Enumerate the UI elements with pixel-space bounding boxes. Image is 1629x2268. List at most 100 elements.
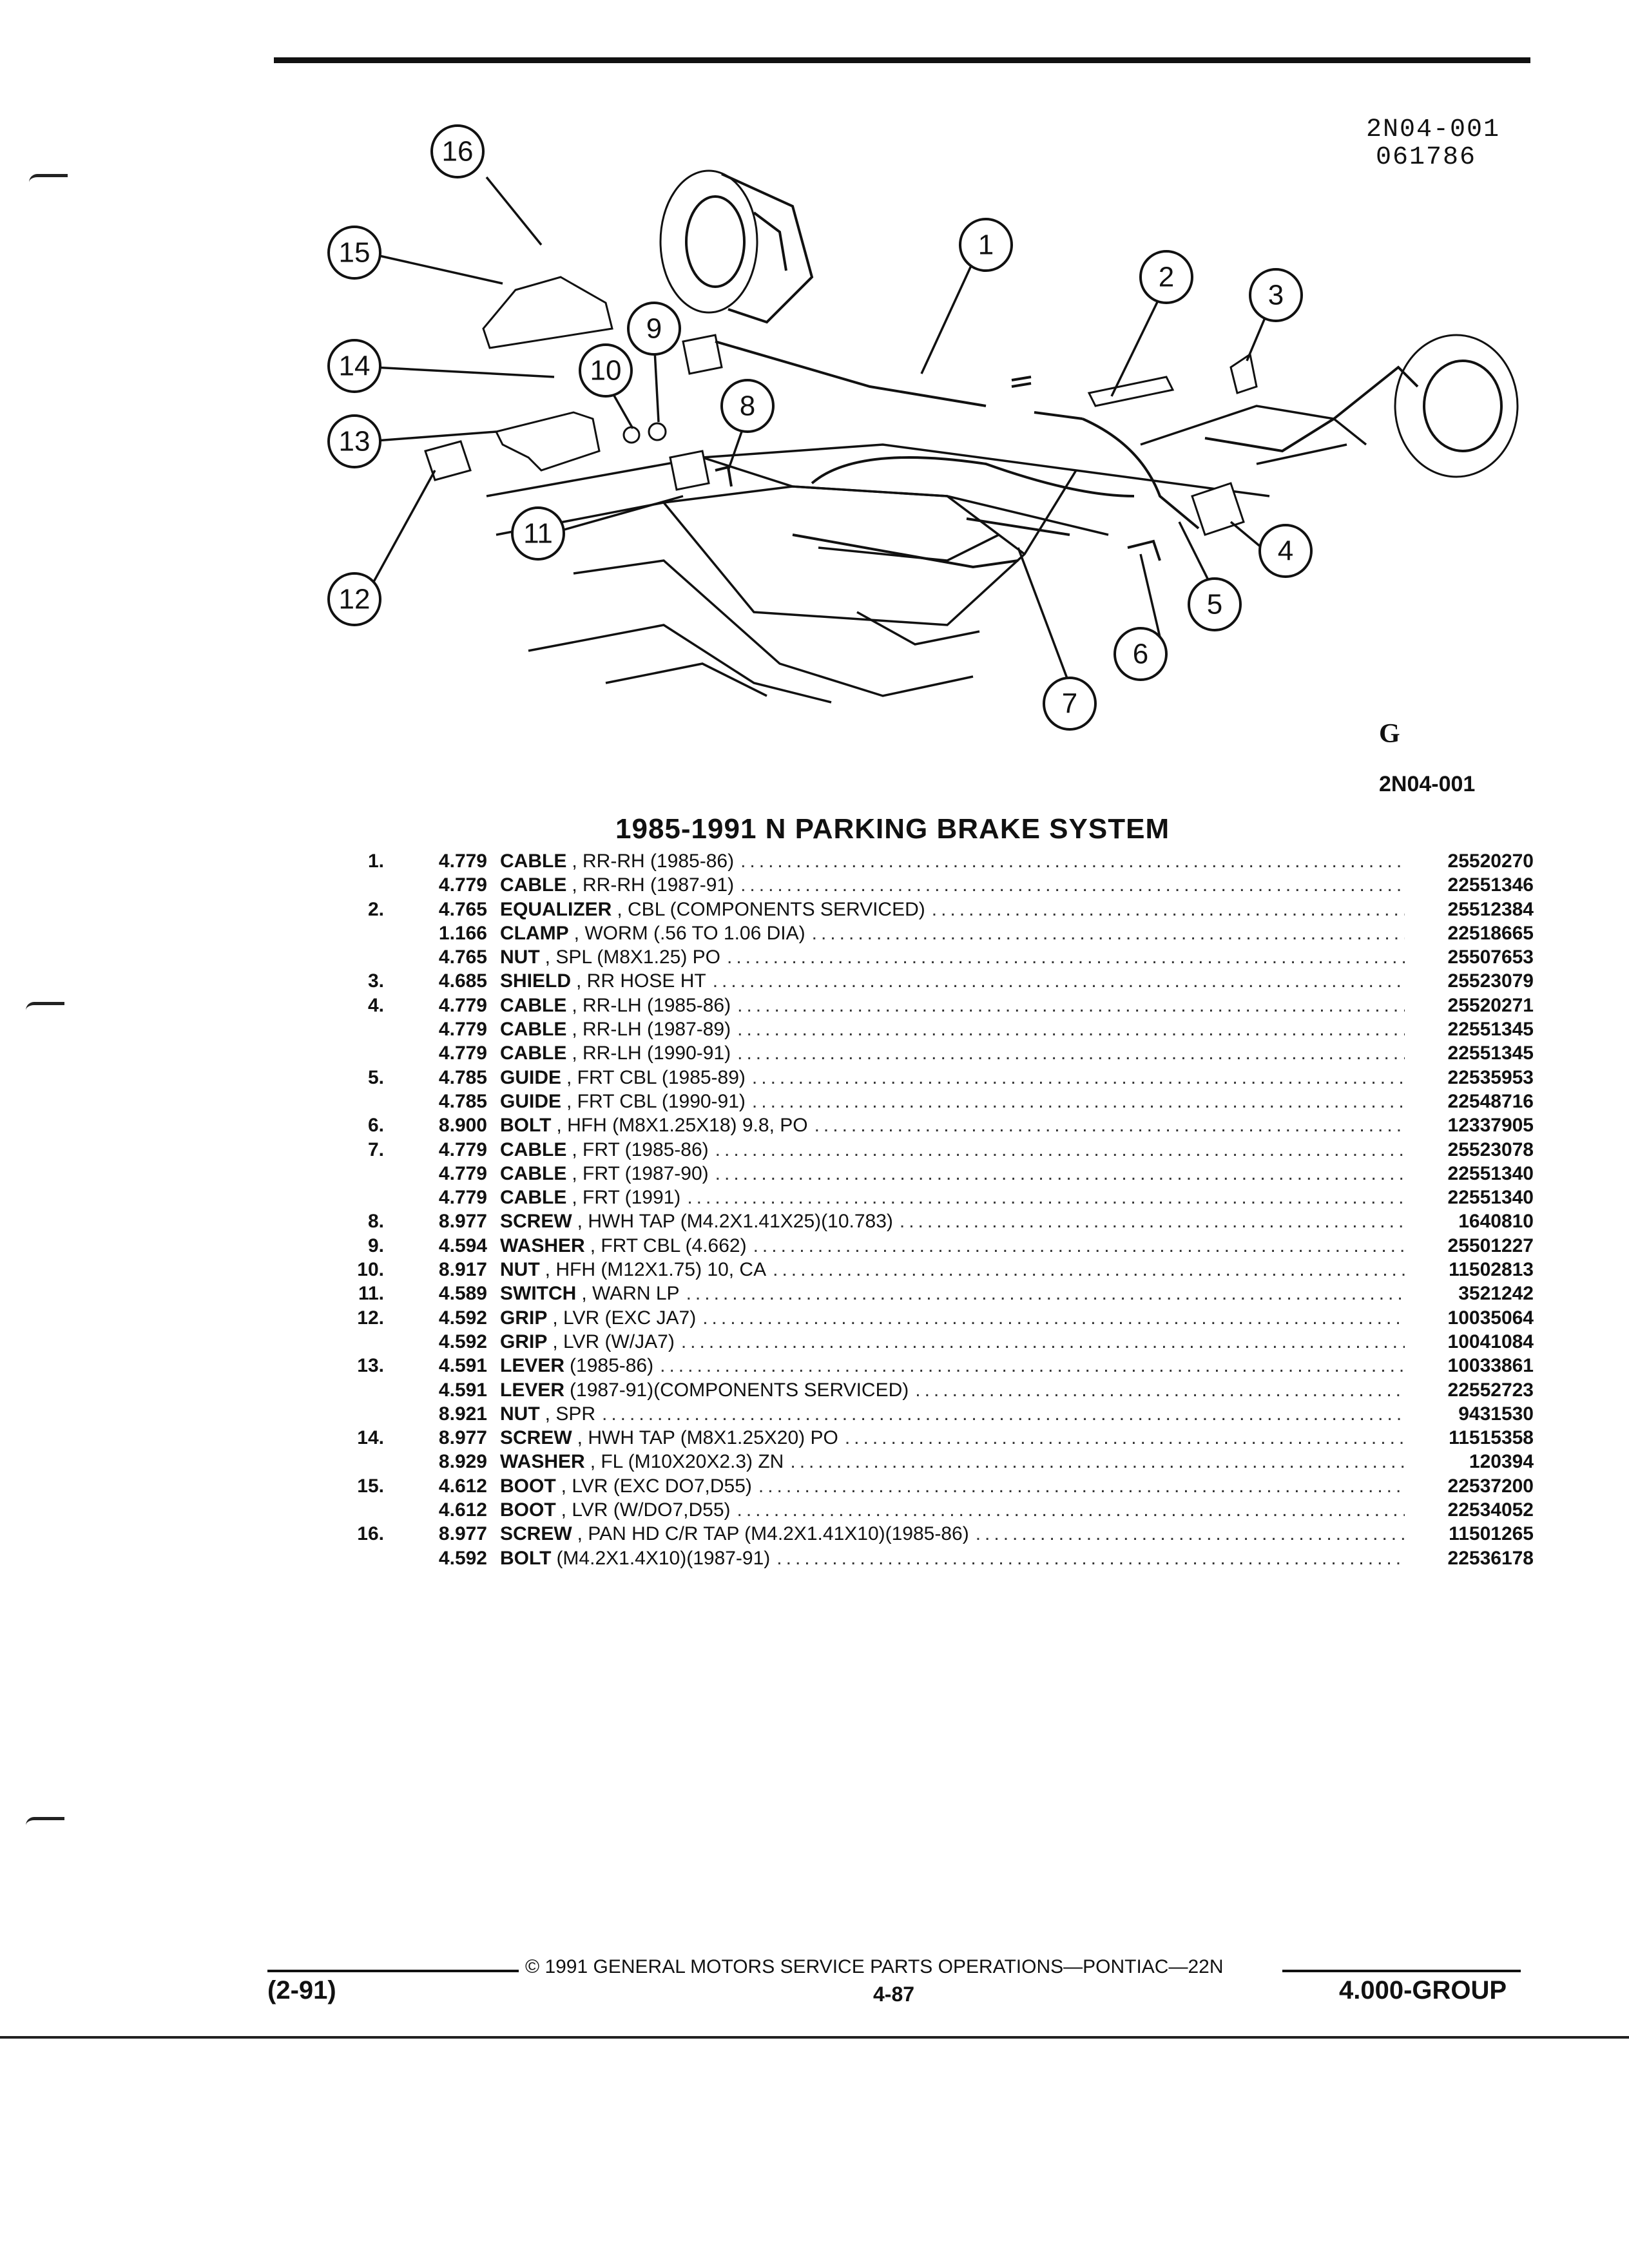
- callout-1: 1: [959, 218, 1013, 272]
- part-name: SHIELD: [500, 970, 572, 992]
- part-name: BOOT: [500, 1499, 556, 1521]
- item-number: 5.: [367, 1066, 384, 1088]
- callout-11: 11: [511, 506, 565, 561]
- margin-mark: [26, 1002, 64, 1010]
- part-name: NUT: [500, 947, 540, 968]
- part-spec: , WARN LP: [581, 1283, 680, 1305]
- footer-page-number: 4-87: [873, 1983, 915, 2006]
- part-number: 22551345: [1447, 1019, 1534, 1041]
- leader-dots: [932, 899, 1405, 921]
- footer-rule-right: [1282, 1970, 1521, 1972]
- part-description: NUT, SPR: [500, 1403, 1405, 1425]
- page-title: 1985-1991 N PARKING BRAKE SYSTEM: [615, 813, 1170, 845]
- callout-10: 10: [579, 343, 633, 398]
- part-name: CABLE: [500, 1139, 567, 1160]
- leader-dots: [660, 1355, 1405, 1377]
- table-row: 8.929 WASHER, FL (M10X20X2.3) ZN 120394: [335, 1451, 1534, 1475]
- top-rule: [274, 57, 1530, 63]
- group-number: 8.900: [438, 1115, 487, 1137]
- shield-part: [1229, 352, 1258, 394]
- part-name: CABLE: [500, 1019, 567, 1041]
- group-number: 8.921: [438, 1403, 487, 1425]
- leader-dots: [740, 874, 1405, 896]
- part-spec: , RR-RH (1987-91): [572, 874, 735, 896]
- part-description: CABLE, FRT (1987-90): [500, 1163, 1405, 1185]
- group-number: 4.779: [438, 874, 487, 896]
- part-number: 25520271: [1447, 994, 1534, 1016]
- clamp-part: [1011, 376, 1032, 388]
- part-number: 11501265: [1449, 1523, 1534, 1545]
- part-number: 11515358: [1449, 1427, 1534, 1449]
- svg-text:8: 8: [740, 390, 755, 422]
- svg-text:6: 6: [1133, 639, 1148, 670]
- equalizer-part: [1087, 376, 1175, 407]
- part-spec: , FRT (1985-86): [572, 1139, 709, 1160]
- leader-dots: [737, 995, 1405, 1017]
- leader-dots: [702, 1307, 1405, 1329]
- part-spec: (M4.2X1.4X10)(1987-91): [556, 1547, 771, 1569]
- part-spec: , HFH (M8X1.25X18) 9.8, PO: [556, 1115, 808, 1137]
- part-description: CABLE, RR-RH (1987-91): [500, 874, 1405, 896]
- part-number: 25512384: [1447, 898, 1534, 920]
- part-number: 22552723: [1447, 1379, 1534, 1401]
- part-description: BOOT, LVR (W/DO7,D55): [500, 1499, 1405, 1521]
- part-spec: , FRT CBL (1985-89): [566, 1066, 746, 1088]
- item-number: 1.: [367, 850, 384, 872]
- leader-dots: [776, 1548, 1405, 1570]
- callout-13: 13: [327, 414, 381, 468]
- callout-12: 12: [327, 572, 381, 626]
- part-description: WASHER, FL (M10X20X2.3) ZN: [500, 1451, 1405, 1473]
- part-number: 25507653: [1447, 947, 1534, 968]
- brake-cables: [715, 340, 1335, 569]
- leader-dots: [715, 1139, 1405, 1161]
- part-description: SWITCH, WARN LP: [500, 1283, 1405, 1305]
- leader-dots: [812, 923, 1405, 945]
- svg-text:9: 9: [646, 313, 662, 345]
- part-number: 25520270: [1447, 850, 1534, 872]
- parts-list: 1. 4.779 CABLE, RR-RH (1985-86) 25520270 4.7…: [335, 850, 1534, 1571]
- group-number: 4.612: [438, 1499, 487, 1521]
- washer-part: [648, 422, 667, 441]
- item-number: 10.: [357, 1259, 384, 1281]
- svg-text:2: 2: [1159, 262, 1174, 293]
- leader-dots: [740, 850, 1405, 872]
- part-description: LEVER(1985-86): [500, 1355, 1405, 1377]
- part-name: LEVER: [500, 1355, 565, 1377]
- svg-text:7: 7: [1062, 688, 1077, 720]
- callout-5: 5: [1188, 577, 1242, 631]
- part-number: 10033861: [1447, 1355, 1534, 1377]
- leader-dots: [815, 1115, 1405, 1137]
- part-spec: , HWH TAP (M4.2X1.41X25)(10.783): [577, 1211, 893, 1233]
- group-number: 8.929: [438, 1451, 487, 1473]
- item-number: 11.: [358, 1283, 384, 1305]
- footer-group: 4.000-GROUP: [1339, 1976, 1507, 2004]
- part-name: SCREW: [500, 1211, 572, 1233]
- switch-part: [669, 450, 710, 491]
- leader-dots: [915, 1379, 1405, 1401]
- leader-dots: [681, 1331, 1405, 1353]
- group-number: 4.591: [438, 1355, 487, 1377]
- part-spec: , FRT CBL (1990-91): [566, 1090, 746, 1112]
- group-number: 4.612: [438, 1475, 487, 1497]
- part-description: WASHER, FRT CBL (4.662): [500, 1235, 1405, 1257]
- item-number: 3.: [367, 970, 384, 992]
- part-number: 120394: [1469, 1451, 1534, 1473]
- footer-date-code: (2-91): [267, 1976, 336, 2004]
- group-number: 4.765: [438, 947, 487, 968]
- part-spec: , FRT CBL (4.662): [590, 1235, 747, 1256]
- part-description: SCREW, PAN HD C/R TAP (M4.2X1.41X10)(198…: [500, 1523, 1405, 1545]
- part-description: CABLE, RR-RH (1985-86): [500, 850, 1405, 872]
- part-spec: , LVR (W/JA7): [552, 1331, 675, 1352]
- item-number: 9.: [367, 1235, 384, 1256]
